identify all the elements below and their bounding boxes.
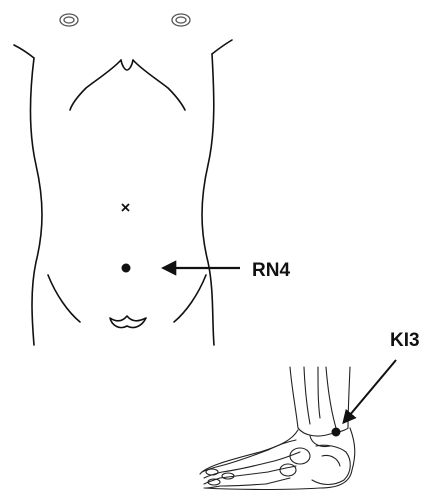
nipple-icon bbox=[60, 14, 78, 26]
rn4-label: RN4 bbox=[252, 260, 290, 281]
acupoint-rn4-dot bbox=[122, 264, 131, 273]
xiphoid-notch bbox=[121, 60, 133, 70]
navel-x-mark-icon bbox=[122, 204, 129, 211]
rib-cage-right bbox=[133, 60, 185, 110]
torso-right-outline bbox=[202, 54, 214, 345]
iliac-line-left bbox=[48, 275, 80, 322]
ki3-arrow bbox=[344, 360, 396, 422]
torso-left-outline bbox=[31, 58, 43, 345]
rib-cage-left bbox=[70, 60, 121, 110]
acupoint-ki3-dot bbox=[332, 428, 341, 437]
right-shoulder-line bbox=[212, 40, 232, 54]
left-shoulder-line bbox=[14, 45, 34, 58]
torso-figure bbox=[14, 40, 232, 345]
iliac-line-right bbox=[174, 275, 206, 322]
nipple-icon bbox=[172, 14, 190, 26]
ki3-label: KI3 bbox=[390, 330, 420, 351]
foot-skeleton-figure bbox=[200, 367, 355, 490]
pubic-line bbox=[110, 316, 146, 328]
